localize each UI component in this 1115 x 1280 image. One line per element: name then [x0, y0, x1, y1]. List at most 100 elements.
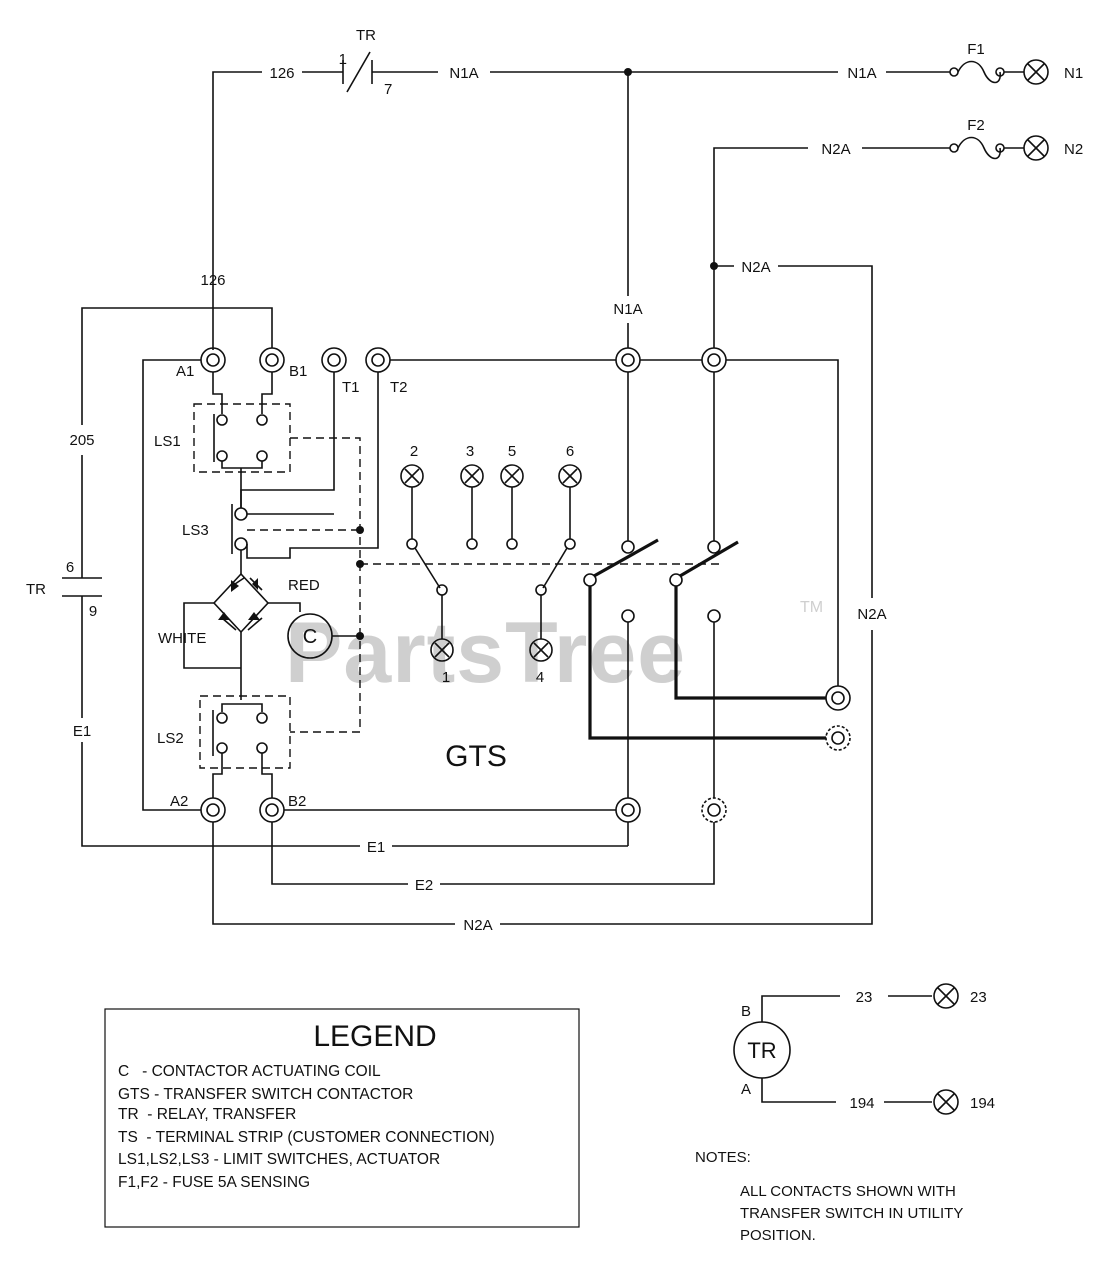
- relay-pin-1: 1: [339, 51, 347, 68]
- lamp-5-icon: [500, 464, 524, 488]
- notes: NOTES: ALL CONTACTS SHOWN WITH TRANSFER …: [695, 1149, 963, 1244]
- top-wiring: [212, 51, 950, 350]
- wire-n1a-b: N1A: [847, 65, 876, 82]
- wire-n2a-right: N2A: [857, 606, 886, 623]
- watermark-tm: TM: [800, 599, 823, 616]
- wire-205: 205: [69, 432, 94, 449]
- actuator-linkage: [247, 437, 720, 733]
- lamp-23-label: 23: [970, 989, 987, 1006]
- terminal-e1: [615, 797, 641, 823]
- lamp-194-icon: [933, 1089, 959, 1115]
- relay-pin-9: 9: [89, 603, 97, 620]
- tr-relay: [733, 983, 959, 1115]
- limit-switch-ls1: [193, 372, 291, 508]
- ls1-label: LS1: [154, 433, 181, 450]
- gts-label: GTS: [445, 740, 507, 773]
- limit-switch-ls3: [231, 372, 379, 574]
- wire-n1a-a: N1A: [449, 65, 478, 82]
- wire-23: 23: [856, 989, 873, 1006]
- wire-labels: TR 1 7 126 126 N1A N1A N1A F1 F2 N1 N2 N…: [26, 27, 1083, 1112]
- wire-e1-bottom: E1: [367, 839, 385, 856]
- terminal-t1: [321, 347, 347, 373]
- bridge-rectifier: [183, 572, 301, 700]
- terminal-a1: [200, 347, 226, 373]
- legend-item: TR - RELAY, TRANSFER: [118, 1106, 296, 1123]
- terminal-b1: [259, 347, 285, 373]
- lamp-194-label: 194: [970, 1095, 995, 1112]
- main-contacts: [583, 372, 826, 798]
- gts-box: [142, 359, 839, 811]
- relay-pin-7: 7: [384, 81, 392, 98]
- lamp-n2-label: N2: [1064, 141, 1083, 158]
- wire-n2a-mid: N2A: [741, 259, 770, 276]
- lamp-23-icon: [933, 983, 959, 1009]
- terminal-e2: [701, 797, 727, 823]
- contactor-coil: C: [287, 613, 360, 659]
- lamp-3-icon: [460, 464, 484, 488]
- legend-item: GTS - TRANSFER SWITCH CONTACTOR: [118, 1086, 413, 1103]
- terminal-load-2: [825, 725, 851, 751]
- wire-126-left: 126: [200, 272, 225, 289]
- wire-n2a-top: N2A: [821, 141, 850, 158]
- terminal-b2: [259, 797, 285, 823]
- terminal-n2a: [701, 347, 727, 373]
- terminal-t2-label: T2: [390, 379, 408, 396]
- aux-3-label: 3: [466, 443, 474, 460]
- aux-5-label: 5: [508, 443, 516, 460]
- wire-126-top: 126: [269, 65, 294, 82]
- aux-1-label: 1: [442, 669, 450, 686]
- fuse-f1: [949, 60, 1024, 84]
- lamp-n1-icon: [1023, 59, 1049, 85]
- aux-4-label: 4: [536, 669, 544, 686]
- coil-letter: C: [303, 626, 317, 648]
- legend-item: F1,F2 - FUSE 5A SENSING: [118, 1174, 310, 1191]
- terminal-a1-label: A1: [176, 363, 194, 380]
- lamp-2-icon: [400, 464, 424, 488]
- wire-n1a-vert: N1A: [613, 301, 642, 318]
- aux-2-label: 2: [410, 443, 418, 460]
- coil-white-label: WHITE: [158, 630, 206, 647]
- notes-line: ALL CONTACTS SHOWN WITH: [740, 1183, 956, 1200]
- legend-item: LS1,LS2,LS3 - LIMIT SWITCHES, ACTUATOR: [118, 1151, 440, 1168]
- wire-194: 194: [849, 1095, 874, 1112]
- relay-pin-6: 6: [66, 559, 74, 576]
- coil-red-label: RED: [288, 577, 320, 594]
- aux-6-label: 6: [566, 443, 574, 460]
- notes-title: NOTES:: [695, 1149, 751, 1166]
- terminal-n1a: [615, 347, 641, 373]
- lamp-n1-label: N1: [1064, 65, 1083, 82]
- wire-n2a-bottom: N2A: [463, 917, 492, 934]
- ls2-label: LS2: [157, 730, 184, 747]
- terminal-load-1: [825, 685, 851, 711]
- fuse-f2-label: F2: [967, 117, 985, 134]
- n2a-top-wiring: [500, 136, 1024, 925]
- legend-box: LEGEND C - CONTACTOR ACTUATING COIL GTS …: [104, 1008, 580, 1228]
- ls3-label: LS3: [182, 522, 209, 539]
- lamp-n2-icon: [1023, 135, 1049, 161]
- legend-item: TS - TERMINAL STRIP (CUSTOMER CONNECTION…: [118, 1129, 495, 1146]
- watermark: PartsTree: [285, 605, 686, 701]
- terminal-a2-label: A2: [170, 793, 188, 810]
- limit-switch-ls2: [199, 695, 291, 798]
- terminal-b1-label: B1: [289, 363, 307, 380]
- wire-e1-left: E1: [73, 723, 91, 740]
- fuse-f1-label: F1: [967, 41, 985, 58]
- legend-item: C - CONTACTOR ACTUATING COIL: [118, 1063, 381, 1080]
- aux-lamps: [400, 464, 582, 662]
- notes-line: POSITION.: [740, 1227, 816, 1244]
- notes-line: TRANSFER SWITCH IN UTILITY: [740, 1205, 963, 1222]
- terminal-a2: [200, 797, 226, 823]
- tr-relay-pin-a: A: [741, 1081, 751, 1098]
- terminal-b2-label: B2: [288, 793, 306, 810]
- wire-e2: E2: [415, 877, 433, 894]
- relay-coil-tr-label: TR: [26, 581, 46, 598]
- terminal-t1-label: T1: [342, 379, 360, 396]
- relay-tr-label: TR: [356, 27, 376, 44]
- tr-relay-pin-b: B: [741, 1003, 751, 1020]
- terminal-t2: [365, 347, 391, 373]
- legend-title: LEGEND: [313, 1020, 436, 1053]
- left-wiring: [62, 307, 715, 925]
- tr-relay-name: TR: [747, 1038, 776, 1063]
- lamp-6-icon: [558, 464, 582, 488]
